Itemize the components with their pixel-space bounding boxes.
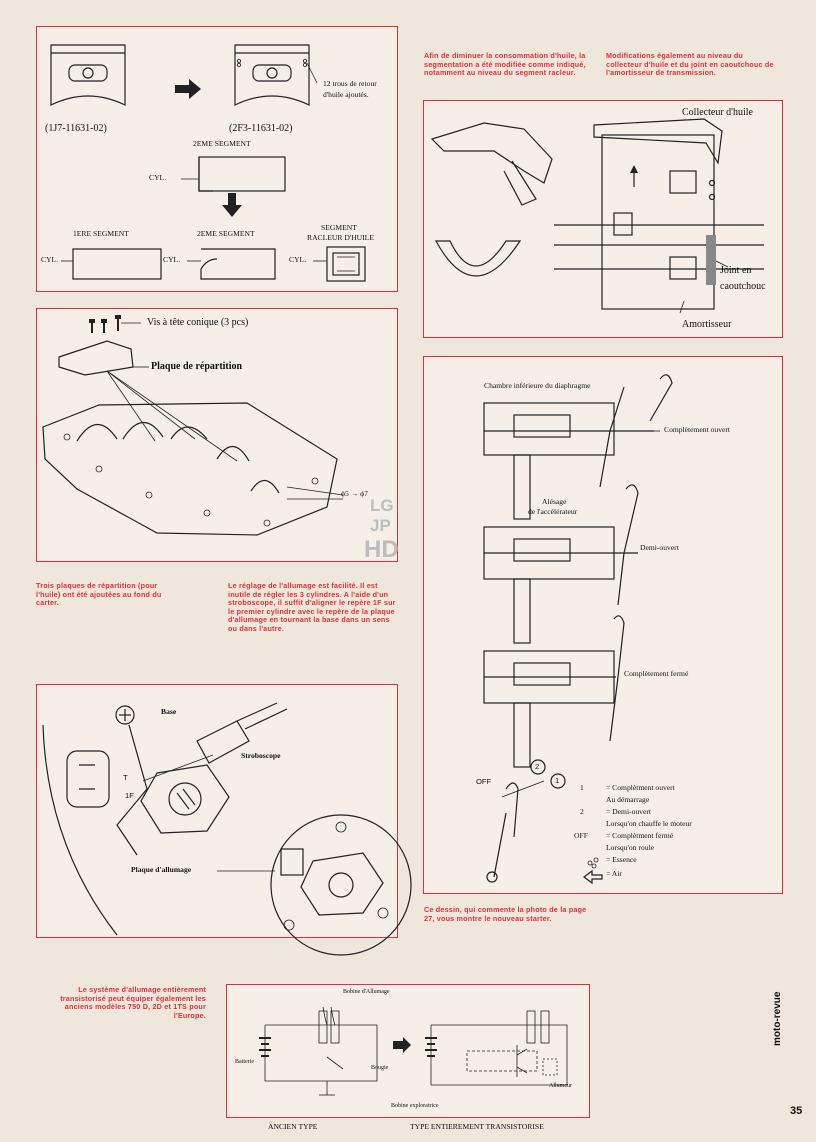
watermark-lg: LG [370,496,394,515]
collector-label: Collecteur d'huile [682,107,753,118]
coil-label: Bobine d'Allumage [343,989,390,995]
legend-text: = Essence [606,855,637,864]
old-piston-ref: (1J7-11631-02) [45,123,107,134]
piston-segments-figure: 12 trous de retour d'huile ajoutés. (1J7… [36,26,398,292]
starter-figure: Chambre inférieure du diaphragme Complèt… [423,356,783,894]
collector-drawing [430,118,764,314]
legend-text: Lorsqu'on chauffe le moteur [606,819,692,828]
caption-segmentation: Afin de diminuer la consommation d'huile… [424,51,586,78]
new-type-label: TYPE ENTIEREMENT TRANSISTORISE [410,1122,544,1131]
bore-label-line2: de l'accélérateur [528,507,578,516]
seal-label-line1: Joint en [720,265,752,276]
carb-half-open [483,484,639,644]
plug-label: Bougie [371,1065,389,1071]
piston-drawing [50,44,366,282]
circuit-drawing [259,1006,568,1096]
holes-note-line1: 12 trous de retour [323,79,377,88]
oil-ring-label-line2: RACLEUR D'HUILE [307,233,374,242]
circuit-figure: Bobine d'Allumage Batterie Bougie Bobine… [226,984,590,1118]
ignition-figure: Base Stroboscope T 1F Plaque d'allumage [36,684,412,956]
oil-collector-figure: Collecteur d'huile Joint en caoutchouc A… [423,100,783,338]
cyl-label-top: CYL. [149,173,167,182]
new-piston-ref: (2F3-11631-02) [229,123,293,134]
mark-2-label: 2 [535,762,540,771]
seal-label-line2: caoutchouc [720,281,766,292]
carburetor-drawing [483,374,673,885]
fully-closed-label: Complètement fermé [624,669,689,678]
magazine-name: moto-revue [772,991,783,1046]
distribution-plate-label: Plaque de répartition [151,361,243,372]
diameter-label: ϕ5 → ϕ7 [341,489,368,498]
distributor-label: Allumeur [549,1083,572,1089]
mark-1f-label: 1F [125,791,134,800]
legend-key: OFF [574,831,588,840]
legend-text: = Air [606,869,622,878]
cyl-label-2: CYL. [163,255,181,264]
screws-label: Vis à tête conique (3 pcs) [147,317,249,328]
watermark-jp: JP [370,516,391,535]
second-segment-label: 2EME SEGMENT [197,229,255,238]
caption-plates: Trois plaques de répartition (pour l'hui… [36,581,162,608]
half-open-label: Demi-ouvert [640,543,679,552]
base-label: Base [161,707,177,716]
legend-key: 2 [580,807,584,816]
bore-label-line1: Alésage [542,497,567,506]
crankcase-figure: Vis à tête conique (3 pcs) Plaque de rép… [36,308,398,562]
holes-note-line2: d'huile ajoutés. [323,90,369,99]
battery-label: Batterie [235,1059,254,1065]
legend-text: = Complètment fermé [606,831,674,840]
ignition-drawing [42,702,412,956]
legend-text: = Demi-ouvert [606,807,651,816]
caption-starter: Ce dessin, qui commente la photo de la p… [424,905,587,923]
carb-fully-open [483,374,673,520]
legend-text: = Complètment ouvert [606,783,675,792]
caption-collector: Modifications également au niveau du col… [606,51,774,78]
page-number: 35 [790,1105,803,1117]
carb-fully-closed [483,615,625,768]
watermark-hd: HD [364,536,399,563]
off-label: OFF [476,777,492,786]
damper-label: Amortisseur [682,319,732,330]
ignition-plate-label: Plaque d'allumage [131,865,192,874]
old-type-label: ANCIEN TYPE [268,1122,318,1131]
oil-ring-label-line1: SEGMENT [321,223,357,232]
first-segment-label: 1ERE SEGMENT [73,229,129,238]
legend-text: Lorsqu'on roule [606,843,654,852]
legend-text: Au démarrage [606,795,650,804]
legend-key: 1 [580,783,584,792]
mark-t-label: T [123,773,128,782]
mark-1-label: 1 [555,776,560,785]
cyl-label-3: CYL. [289,255,307,264]
cyl-label-1: CYL. [41,255,59,264]
exciter-label: Bobine exploratrice [391,1103,439,1109]
fully-open-label: Complètement ouvert [664,425,731,434]
stroboscope-label: Stroboscope [241,751,281,760]
caption-transistor: Le système d'allumage entièrement transi… [60,985,206,1020]
crankcase-drawing [42,315,344,536]
chamber-label: Chambre inférieure du diaphragme [484,381,591,390]
second-segment-top-label: 2EME SEGMENT [193,139,251,148]
caption-ignition: Le réglage de l'allumage est facilité. I… [228,581,396,633]
